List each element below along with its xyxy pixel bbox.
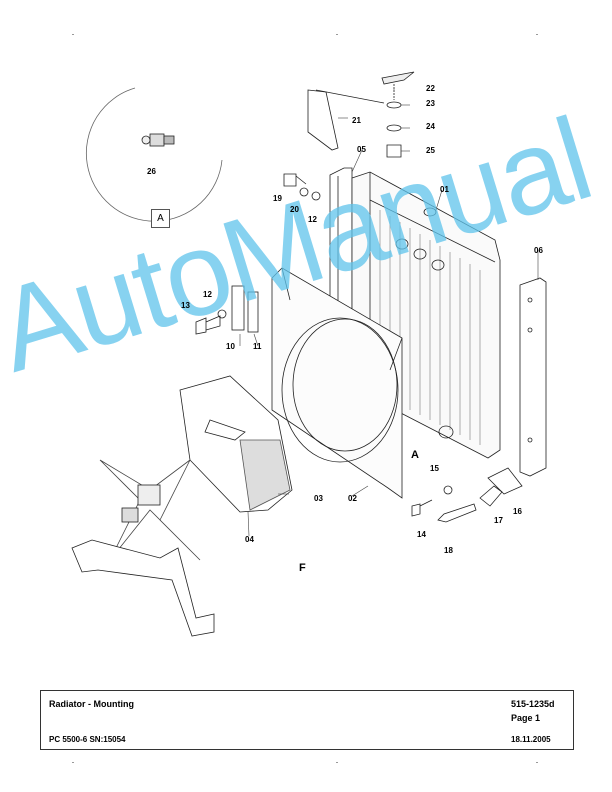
part-number-14: 14: [417, 530, 426, 539]
part-number-02: 02: [348, 494, 357, 503]
drawing-title: Radiator - Mounting: [49, 699, 134, 709]
part-number-17: 17: [494, 516, 503, 525]
corner-mark: [72, 762, 74, 763]
strip-05: [329, 167, 353, 317]
part-number-20: 20: [290, 205, 299, 214]
view-arrow-f-label: F: [299, 562, 306, 574]
washer-12b: [311, 191, 321, 201]
document-date: 18.11.2005: [511, 735, 551, 744]
page-indicator: Page 1: [511, 713, 541, 723]
fan-assembly: [71, 459, 215, 637]
part-number-24: 24: [426, 122, 435, 131]
plate-16: [487, 467, 523, 495]
fan-guard-03-04: [179, 375, 293, 513]
part-number-26: 26: [147, 167, 156, 176]
corner-mark: [72, 34, 74, 35]
bolt-13: [195, 315, 221, 335]
corner-mark: [536, 762, 538, 763]
washer-24: [386, 124, 402, 132]
strip-06: [519, 277, 547, 477]
washer-20: [299, 187, 309, 197]
washer-12: [217, 309, 227, 319]
part-number-10: 10: [226, 342, 235, 351]
corner-mark: [336, 34, 338, 35]
nut-25: [386, 144, 402, 158]
part-number-01: 01: [440, 185, 449, 194]
washer-23: [386, 101, 402, 109]
bolt-14: [411, 499, 433, 517]
part-number-03: 03: [314, 494, 323, 503]
machine-serial: PC 5500-6 SN:15054: [49, 735, 126, 744]
title-block: Radiator - Mounting 515-1235d Page 1 PC …: [40, 690, 574, 750]
document-number: 515-1235d: [511, 699, 555, 709]
part-number-06: 06: [534, 246, 543, 255]
part-number-19: 19: [273, 194, 282, 203]
part-number-23: 23: [426, 99, 435, 108]
part-number-12b: 12: [308, 215, 317, 224]
part-number-21: 21: [352, 116, 361, 125]
part-number-15: 15: [430, 464, 439, 473]
washer-15: [443, 485, 453, 495]
part-number-13: 13: [181, 301, 190, 310]
part-number-12a: 12: [203, 290, 212, 299]
plate-11: [247, 291, 259, 333]
part-number-25: 25: [426, 146, 435, 155]
part-number-04: 04: [245, 535, 254, 544]
corner-mark: [536, 34, 538, 35]
bolt-head-22: [381, 71, 415, 85]
plate-10: [231, 285, 245, 331]
bolt-18: [437, 503, 477, 523]
bracket-21: [307, 89, 339, 151]
part-number-11: 11: [253, 342, 262, 351]
sensor-part-26: [141, 133, 175, 147]
shroud-02: [271, 267, 403, 499]
part-number-22: 22: [426, 84, 435, 93]
bolt-19: [283, 173, 307, 187]
detail-box-a: A: [151, 209, 170, 228]
view-arrow-a-label: A: [411, 449, 419, 461]
part-number-18: 18: [444, 546, 453, 555]
part-number-16: 16: [513, 507, 522, 516]
part-number-05: 05: [357, 145, 366, 154]
corner-mark: [336, 762, 338, 763]
detail-circle: [85, 87, 223, 222]
